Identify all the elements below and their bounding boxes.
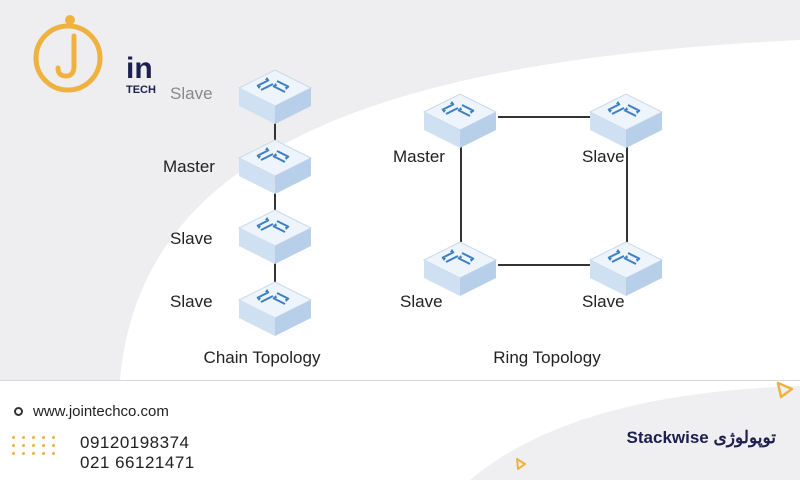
chain-label: Slave — [170, 292, 213, 311]
jointech-logo: in TECH — [30, 14, 170, 96]
logo-j-icon — [33, 15, 103, 93]
logo-text: in — [126, 52, 153, 85]
switch-icon — [237, 278, 313, 338]
ring-link — [460, 142, 462, 242]
dot — [32, 436, 35, 439]
website-text: www.jointechco.com — [33, 403, 169, 420]
chain-link — [274, 262, 276, 284]
ring-link — [626, 142, 628, 242]
ring-label: Slave — [582, 147, 625, 166]
chain-link — [274, 120, 276, 142]
footer-curve — [470, 386, 800, 480]
chain-label: Slave — [170, 229, 213, 248]
chain-link — [274, 190, 276, 212]
chain-topology-caption: Chain Topology — [203, 348, 321, 367]
dot — [52, 452, 55, 455]
dot — [12, 444, 15, 447]
play-triangle-icon — [776, 381, 794, 399]
switch-icon — [237, 136, 313, 196]
ring-link — [498, 116, 590, 118]
switch-icon — [237, 66, 313, 126]
dot — [42, 436, 45, 439]
dot — [42, 452, 45, 455]
phone-mobile: 09120198374 — [80, 433, 190, 452]
ring-link — [498, 264, 590, 266]
dot — [22, 444, 25, 447]
logo-subtext: TECH — [126, 84, 156, 96]
ring-topology-caption: Ring Topology — [493, 348, 601, 367]
dot — [32, 444, 35, 447]
switch-icon — [237, 206, 313, 266]
dot — [52, 436, 55, 439]
website: www.jointechco.com — [14, 403, 169, 420]
switch-icon — [588, 90, 664, 150]
dot — [12, 452, 15, 455]
page-title: توپولوژی Stackwise — [626, 428, 776, 447]
dot — [42, 444, 45, 447]
dot — [52, 444, 55, 447]
small-triangle-icon — [516, 458, 526, 470]
chain-label: Master — [163, 157, 215, 176]
dot — [22, 436, 25, 439]
dot — [12, 436, 15, 439]
dot — [22, 452, 25, 455]
chain-label: Slave — [170, 84, 213, 103]
dots-decoration — [12, 436, 62, 455]
ring-label: Slave — [400, 292, 443, 311]
ring-label: Master — [393, 147, 445, 166]
switch-icon — [588, 238, 664, 298]
bullet-icon — [14, 407, 23, 416]
switch-icon — [422, 238, 498, 298]
ring-label: Slave — [582, 292, 625, 311]
switch-icon — [422, 90, 498, 150]
phone-landline: 021 66121471 — [80, 453, 195, 472]
footer-background — [0, 380, 800, 480]
dot — [32, 452, 35, 455]
